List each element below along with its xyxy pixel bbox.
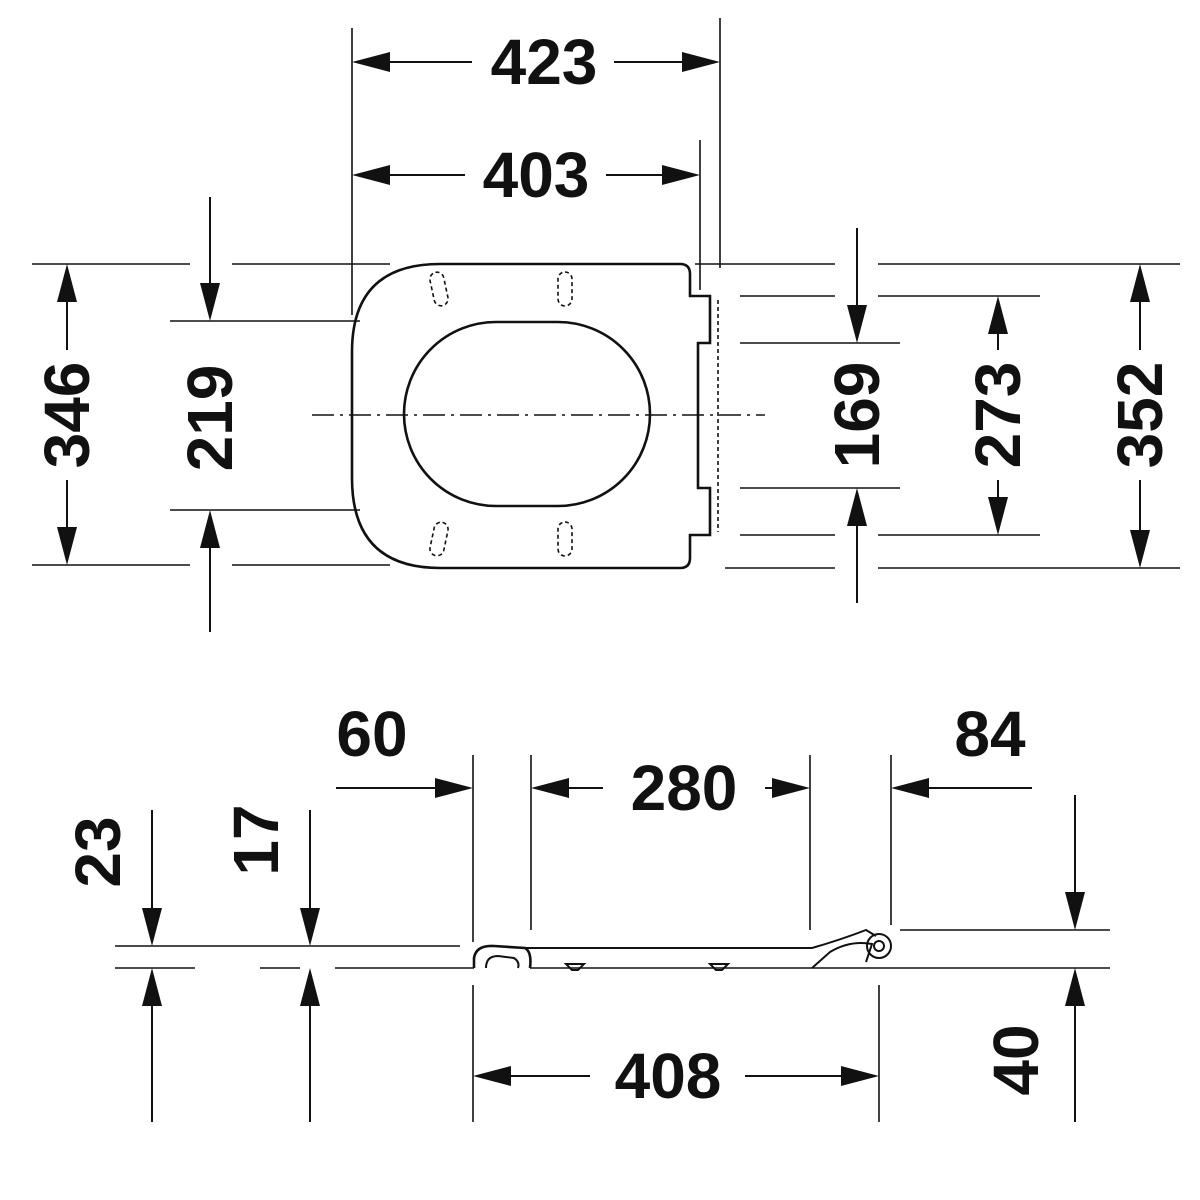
dim-seat-thickness: 23 <box>62 816 134 887</box>
dim-opening-depth: 219 <box>174 365 246 472</box>
side-view: 60 280 84 23 17 408 40 <box>62 698 1110 1122</box>
front-lip <box>485 954 520 969</box>
dim-front-offset: 60 <box>336 698 407 770</box>
seat-outline <box>350 262 712 570</box>
dim-lid-thickness: 17 <box>220 804 292 875</box>
dim-seat-length: 408 <box>615 1040 722 1112</box>
dim-width-overall: 423 <box>491 26 598 98</box>
dim-hinge-spacing: 169 <box>821 362 893 469</box>
dim-depth-overall: 352 <box>1104 362 1176 469</box>
buffer-side-1 <box>563 963 587 971</box>
seat-opening <box>402 320 652 508</box>
buffer-rear-left <box>557 271 573 307</box>
buffer-front-right <box>429 521 449 557</box>
dim-hinge-outer: 273 <box>962 362 1034 469</box>
buffer-rear-right <box>557 521 573 557</box>
buffer-side-2 <box>707 963 731 971</box>
dim-hinge-height: 40 <box>980 1024 1052 1095</box>
hinge-axis <box>866 933 892 959</box>
dim-rear-offset: 84 <box>954 698 1026 770</box>
top-view: 423 403 346 219 169 273 <box>31 18 1180 632</box>
dim-hinge-distance: 280 <box>631 752 738 824</box>
dim-width-seat: 403 <box>483 139 590 211</box>
seat-rear <box>811 942 874 969</box>
seat-profile <box>472 944 532 969</box>
buffer-front-left <box>429 271 449 307</box>
dim-depth-outer: 346 <box>31 362 103 469</box>
lid-rear <box>811 928 877 949</box>
